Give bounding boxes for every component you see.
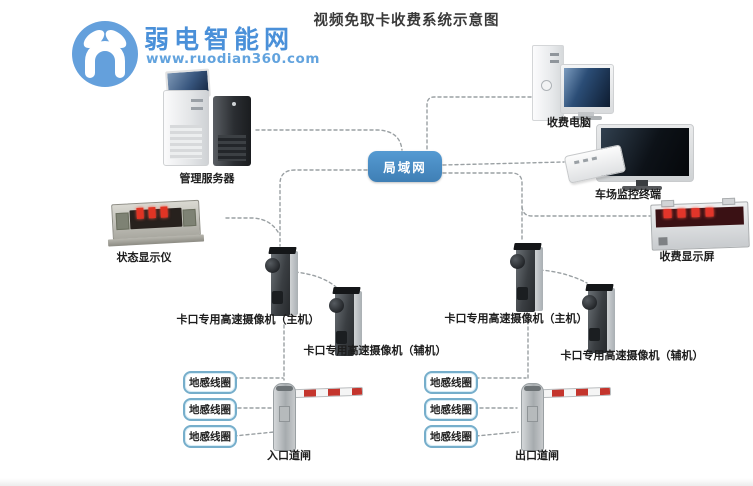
link-left-main-aux-camera [294, 271, 337, 288]
link-lan-left-main-camera [279, 169, 368, 247]
parking-monitor-base-icon [622, 186, 662, 190]
parking-monitor-terminal-label: 车场监控终端 [595, 188, 661, 201]
right-main-camera-label: 卡口专用高速摄像机（主机） [444, 312, 588, 325]
page-title: 视频免取卡收费系统示意图 [313, 13, 500, 29]
link-left-coil-3 [233, 431, 275, 437]
ground-coil-exit-3: 地感线圈 [424, 425, 478, 448]
left-main-camera-label: 卡口专用高速摄像机（主机） [176, 313, 320, 326]
server-tower-white-icon [163, 90, 209, 166]
ground-coil-entrance-3: 地感线圈 [183, 425, 237, 448]
toll-computer-base-icon [572, 116, 602, 120]
ruodian-logo-icon [72, 21, 138, 87]
management-server-label: 管理服务器 [179, 172, 235, 185]
ground-coil-exit-1: 地感线圈 [424, 371, 478, 394]
status-display-label: 状态显示仪 [116, 251, 172, 264]
link-lan-toll-display [521, 206, 651, 217]
toll-display-screen-label: 收费显示屏 [659, 250, 715, 263]
toll-computer-monitor-icon [560, 64, 614, 114]
status-display-icon [111, 199, 201, 241]
right-aux-camera-label: 卡口专用高速摄像机（辅机） [560, 349, 704, 362]
link-lan-right-main-camera [442, 172, 523, 243]
right-aux-camera-icon [582, 284, 615, 354]
exit-gate-label: 出口道闸 [515, 449, 559, 462]
ground-coil-exit-2: 地感线圈 [424, 398, 478, 421]
left-main-camera-icon [265, 247, 298, 317]
server-tower-dark-icon [213, 96, 251, 166]
link-right-main-aux-camera [539, 269, 588, 284]
left-aux-camera-icon [329, 287, 362, 357]
watermark-site-name: 弱电智能网 [144, 25, 295, 54]
toll-display-screen-icon [650, 197, 750, 251]
link-toll-computer-lan [426, 96, 532, 151]
lan-node: 局域网 [368, 151, 442, 182]
right-main-camera-icon [510, 243, 543, 313]
entrance-gate-label: 入口道闸 [267, 449, 311, 462]
link-lan-terminal [442, 161, 565, 166]
watermark-site-url: www.ruodian360.com [146, 51, 320, 67]
link-right-coil-3 [475, 431, 519, 437]
exit-gate-post-icon [521, 383, 544, 451]
toll-computer-label: 收费电脑 [547, 116, 591, 129]
left-aux-camera-label: 卡口专用高速摄像机（辅机） [303, 344, 447, 357]
toll-computer-stand-icon [578, 112, 594, 117]
toll-computer-tower-icon [532, 45, 564, 121]
entrance-gate-post-icon [273, 383, 296, 451]
link-management-server-lan [255, 129, 403, 151]
ground-coil-entrance-1: 地感线圈 [183, 371, 237, 394]
parking-monitor-stand-icon [636, 180, 648, 186]
link-status-display-junction [225, 217, 279, 233]
ground-coil-entrance-2: 地感线圈 [183, 398, 237, 421]
